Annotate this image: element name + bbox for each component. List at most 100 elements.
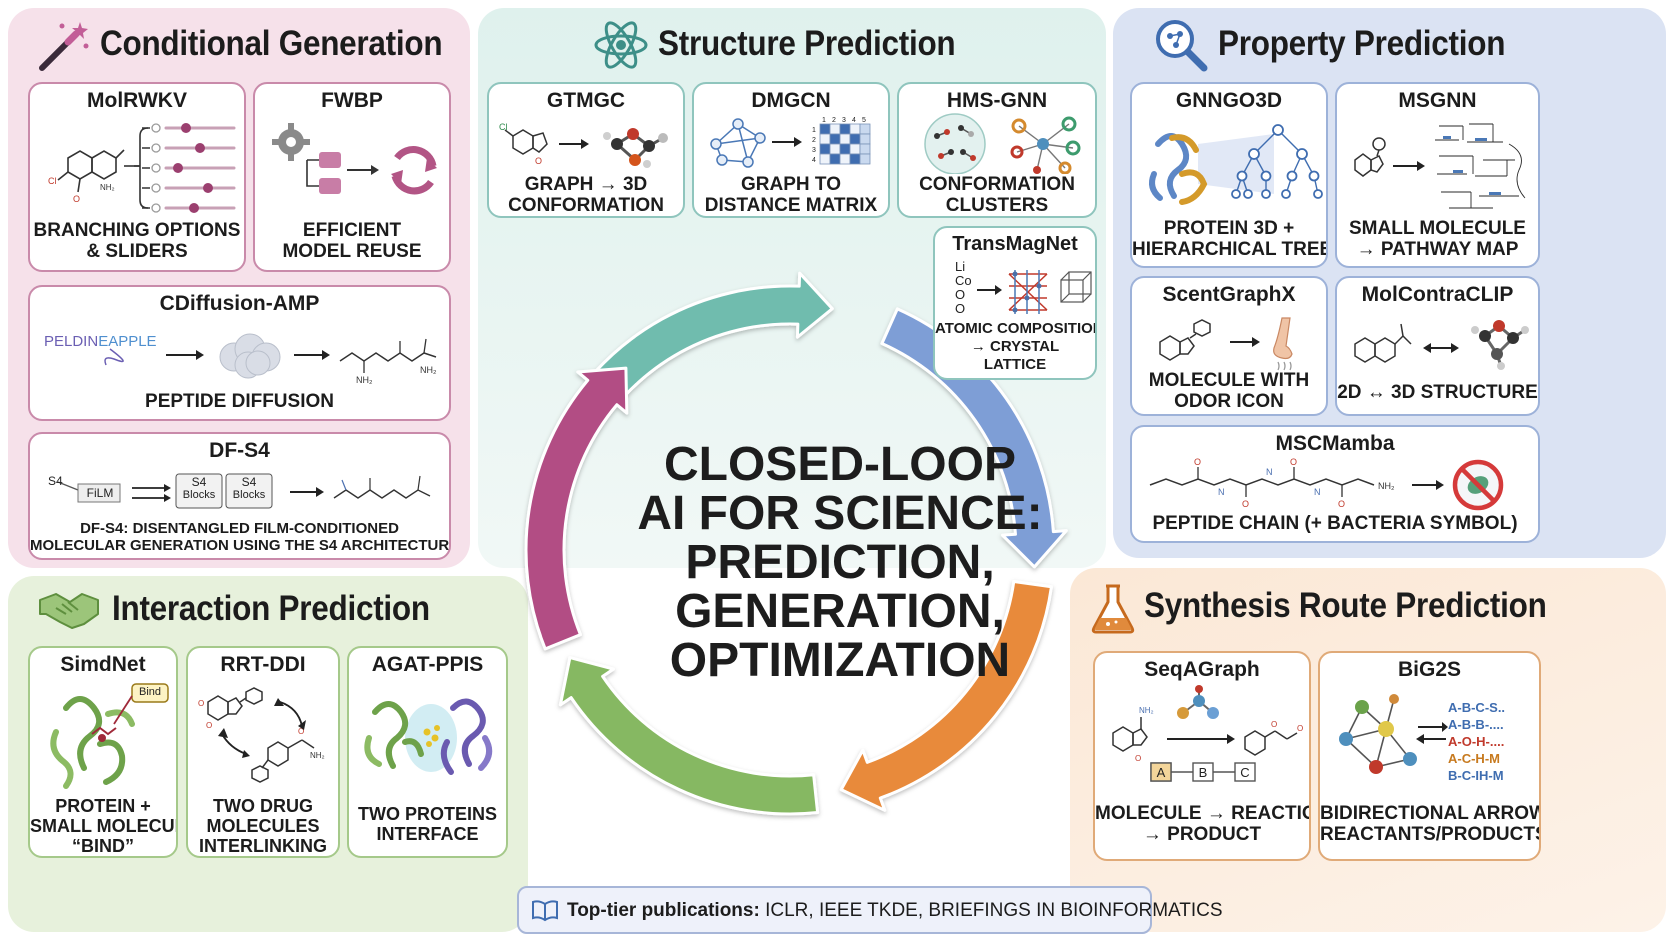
- handshake-icon: [39, 593, 99, 629]
- svg-text:O: O: [1135, 754, 1141, 763]
- svg-text:NH₂: NH₂: [310, 751, 325, 760]
- gnngo3d-caption: PROTEIN 3D + HIERARCHICAL TREE: [1132, 218, 1328, 260]
- matrix-cell: [839, 123, 851, 135]
- matrix-cell: [819, 123, 831, 135]
- matrix-row-header: 4: [812, 157, 816, 164]
- property-prediction-title: Property Prediction: [1218, 24, 1506, 63]
- sequence-list: A-B-C-S.. A-B-B-.... A-O-H-.... A-C-H-M …: [1448, 700, 1506, 783]
- slider-row: [142, 183, 236, 193]
- publications-venues: ICLR, IEEE TKDE, BRIEFINGS IN BIOINFORMA…: [765, 900, 1223, 921]
- matrix-cell: [849, 153, 861, 165]
- agat-ppis-caption: TWO PROTEINS INTERFACE: [358, 804, 497, 844]
- dmgcn-name: DMGCN: [751, 89, 831, 112]
- rrt-ddi-name: RRT-DDI: [220, 653, 306, 676]
- transmagnet-caption: ATOMIC COMPOSITION → CRYSTAL LATTICE: [935, 320, 1097, 373]
- hms-gnn-caption: CONFORMATION CLUSTERS: [919, 174, 1075, 216]
- flask-icon: [1091, 584, 1135, 634]
- closed-loop-cycle: [524, 271, 1068, 816]
- matrix-cell: [819, 153, 831, 165]
- fwbp-card: FWBP EFFICIENT MODEL REUSE: [253, 82, 451, 272]
- matrix-cell: [819, 133, 831, 145]
- matrix-cell: [829, 123, 841, 135]
- gnngo3d-name: GNNGO3D: [1175, 89, 1283, 112]
- chain-c: C: [1240, 765, 1250, 780]
- svg-text:O: O: [206, 721, 212, 730]
- svg-text:NH₂: NH₂: [100, 183, 115, 192]
- msgnn-name: MSGNN: [1398, 89, 1477, 112]
- svg-text:N: N: [1266, 467, 1273, 477]
- scentgraphx-name: ScentGraphX: [1162, 283, 1296, 306]
- matrix-row-header: 2: [812, 137, 816, 144]
- center-title-line-4: GENERATION,: [675, 585, 1005, 638]
- cdiffusion-amp-caption: PEPTIDE DIFFUSION: [145, 391, 334, 412]
- magic-wand-icon: [39, 22, 89, 71]
- matrix-row-header: 1: [812, 127, 816, 134]
- simdnet-name: SimdNet: [60, 653, 146, 676]
- gtmgc-card: GTMGC Cl O GRAPH → 3D CONFORMATION: [487, 82, 685, 218]
- 2d-3d-structure-illustration: [1354, 320, 1529, 370]
- matrix-column-header: 2: [832, 117, 836, 124]
- svg-text:O: O: [298, 727, 304, 736]
- svg-text:NH₂: NH₂: [356, 375, 373, 385]
- agat-ppis-name: AGAT-PPIS: [371, 653, 484, 676]
- seqagraph-name: SeqAGraph: [1144, 658, 1260, 681]
- big2s-card: BiG2S A-B-C-S.. A-B-B-.... A-O-H-.... A-…: [1318, 651, 1541, 861]
- magnifier-icon: [1156, 20, 1208, 72]
- svg-text:N: N: [1314, 487, 1321, 497]
- scentgraphx-card: ScentGraphX MOLECULE WITH ODOR ICON: [1130, 276, 1328, 416]
- svg-text:O: O: [1242, 499, 1249, 509]
- matrix-column-header: 4: [852, 117, 856, 124]
- slider-row: [142, 163, 236, 173]
- svg-text:NH₂: NH₂: [1378, 481, 1395, 491]
- transmagnet-card: TransMagNet Li Co O O ATOMIC COMPOSITION: [933, 226, 1097, 380]
- cycle-arrow-orange: [839, 579, 1053, 812]
- msgnn-caption: SMALL MOLECULE → PATHWAY MAP: [1349, 218, 1526, 260]
- branching-sliders-illustration: Cl O NH₂: [48, 123, 236, 213]
- matrix-cell: [829, 143, 841, 155]
- graph-to-3d-illustration: Cl O: [499, 122, 668, 168]
- rrt-ddi-caption: TWO DRUG MOLECULES INTERLINKING: [199, 796, 327, 856]
- molecule-odor-illustration: [1159, 317, 1293, 371]
- dmgcn-caption: GRAPH TO DISTANCE MATRIX: [704, 174, 878, 216]
- matrix-row-header: 3: [812, 147, 816, 154]
- gtmgc-name: GTMGC: [546, 89, 626, 112]
- cycle-arrow-magenta: [524, 366, 629, 651]
- hms-gnn-name: HMS-GNN: [946, 89, 1048, 112]
- center-title-line-5: OPTIMIZATION: [669, 634, 1011, 687]
- center-title-line-2: AI FOR SCIENCE:: [637, 487, 1043, 540]
- svg-text:O: O: [1297, 724, 1303, 733]
- pathway-map-illustration: [1354, 123, 1526, 209]
- book-icon: [532, 900, 558, 922]
- fwbp-caption: EFFICIENT MODEL REUSE: [282, 220, 422, 262]
- slider-row: [142, 123, 236, 133]
- molcontraclip-name: MolContraCLIP: [1361, 283, 1514, 306]
- svg-text:Cl: Cl: [48, 176, 57, 186]
- simdnet-card: SimdNet Bind PROTEIN + SMALL MOLECULE “B…: [28, 646, 178, 858]
- gnngo3d-card: GNNGO3D PROTEIN 3D + HIERARCHICAL TREE: [1130, 82, 1328, 268]
- df-s4-caption: DF-S4: DISENTANGLED FILM-CONDITIONED MOL…: [30, 520, 451, 554]
- cycle-arrow-green: [558, 656, 820, 816]
- matrix-cell: [829, 133, 841, 145]
- matrix-cell: [859, 153, 871, 165]
- protein-binding-illustration: [50, 683, 169, 789]
- chain-b: B: [1198, 765, 1208, 780]
- slider-row: [142, 203, 236, 213]
- molcontraclip-card: MolContraCLIP 2D ↔ 3D STRUCTURE: [1335, 276, 1540, 416]
- peptide-diffusion-illustration: NH₂ NH₂: [104, 333, 437, 385]
- matrix-cell: [839, 143, 851, 155]
- interaction-prediction-title: Interaction Prediction: [112, 589, 430, 628]
- model-reuse-illustration: [272, 123, 437, 195]
- synthesis-route-prediction-title: Synthesis Route Prediction: [1144, 586, 1547, 625]
- svg-text:O: O: [73, 194, 80, 204]
- simdnet-caption: PROTEIN + SMALL MOLECULE “BIND”: [30, 796, 176, 856]
- molrwkv-name: MolRWKV: [87, 89, 187, 112]
- gtmgc-caption: GRAPH → 3D CONFORMATION: [508, 174, 664, 216]
- center-title-line-1: CLOSED-LOOP: [663, 438, 1016, 491]
